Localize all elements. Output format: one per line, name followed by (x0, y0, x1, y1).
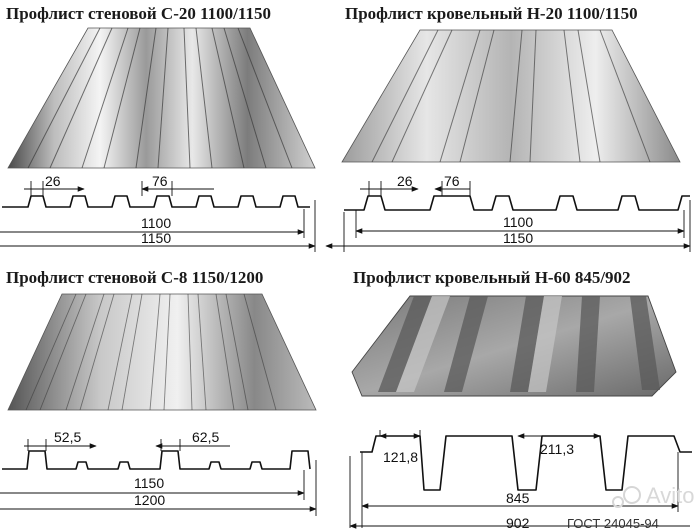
panel-1-full-width: 1150 (141, 230, 171, 246)
panel-3-useful-width: 1150 (134, 475, 164, 491)
panel-2-title: Профлист кровельный Н-20 1100/1150 (345, 4, 638, 23)
panel-4-top-dim: 211,3 (540, 441, 574, 457)
panel-2-top-dim: 76 (444, 173, 460, 189)
panel-3-profile-drawing: 52,5 62,5 1150 1200 (0, 429, 317, 516)
watermark-text: Avito (646, 483, 695, 508)
panel-2-profile-drawing: 26 76 1100 1150 (325, 173, 691, 252)
panel-3-full-width: 1200 (134, 492, 165, 508)
panel-4-useful-width: 845 (506, 490, 530, 506)
standard-label: ГОСТ 24045-94 (567, 516, 659, 531)
panel-4-full-width: 902 (506, 515, 530, 531)
panel-1-rib-dim: 26 (45, 173, 61, 189)
panel-3-sheet-image (7, 293, 317, 411)
panel-4-rib-dim: 121,8 (383, 449, 418, 465)
panel-1-useful-width: 1100 (141, 215, 171, 231)
panel-1-title: Профлист стеновой С-20 1100/1150 (6, 4, 271, 23)
panel-1-sheet-image (7, 27, 316, 169)
panel-2-rib-dim: 26 (397, 173, 413, 189)
panel-3-title: Профлист стеновой С-8 1150/1200 (6, 268, 263, 287)
panel-4-sheet-image (351, 295, 677, 397)
panel-4-profile-drawing: 121,8 211,3 845 902 (349, 430, 692, 531)
panel-3-rib-dim: 52,5 (54, 429, 81, 445)
panel-2-useful-width: 1100 (503, 214, 533, 230)
panel-4-title: Профлист кровельный Н-60 845/902 (353, 268, 631, 287)
panel-1-profile-drawing: 26 76 1100 1150 (0, 173, 316, 252)
avito-watermark: Avito (612, 483, 695, 508)
panel-1-top-dim: 76 (152, 173, 168, 189)
panel-2-sheet-image (341, 29, 681, 163)
panel-2-full-width: 1150 (503, 230, 533, 246)
panel-3-top-dim: 62,5 (192, 429, 219, 445)
